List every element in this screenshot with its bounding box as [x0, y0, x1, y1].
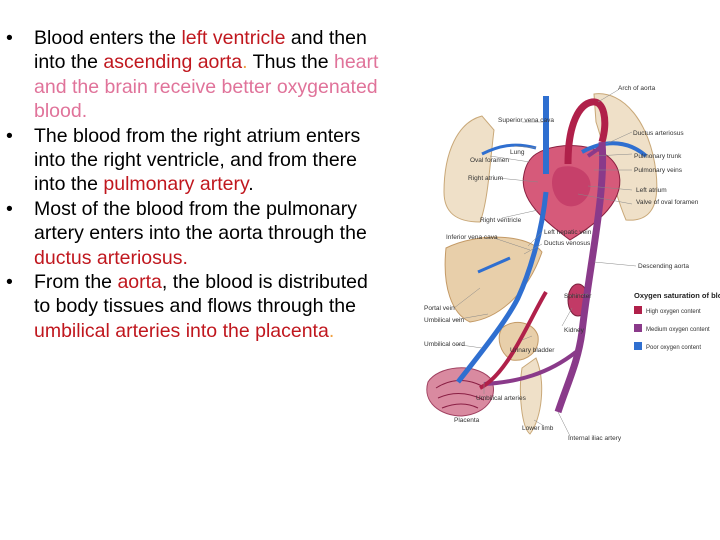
bullet-text-segment: ductus arteriosus [34, 246, 183, 269]
label-internal-iliac-artery: Internal iliac artery [568, 435, 622, 442]
label-arch-of-aorta: Arch of aorta [618, 85, 656, 92]
bullet-marker: • [6, 271, 13, 294]
fetal-circulation-diagram: Arch of aorta Superior vena cava Ductus … [424, 85, 720, 442]
inferior-vena-cava-vessel [456, 191, 549, 384]
bullet-text-segment: The blood from the right atrium enters i… [34, 124, 361, 196]
label-kidney: Kidney [564, 327, 585, 334]
bullet-item: • The blood from the right atrium enters … [6, 124, 386, 197]
label-pointers [453, 89, 637, 437]
label-umbilical-arteries: Umbilical arteries [476, 395, 527, 402]
label-pulmonary-veins: Pulmonary veins [634, 167, 683, 174]
label-right-atrium: Right atrium [468, 175, 503, 182]
label-pulmonary-trunk: Pulmonary trunk [634, 153, 682, 160]
legend-label-poor: Poor oxygen content [646, 345, 701, 351]
bullet-item: • Most of the blood from the pulmonary ar… [6, 197, 386, 270]
label-ductus-venosus: Ductus venosus [544, 240, 591, 247]
bullet-text-segment: From the [34, 271, 118, 294]
label-valve-of-oval-foramen: Valve of oval foramen [636, 199, 699, 206]
legend-label-medium: Medium oxygen content [646, 327, 710, 333]
ductus-arteriosus-vessel [586, 142, 606, 158]
bullet-text-segment: Thus the [247, 51, 334, 74]
bullet-text-segment: , the blood is distributed to body tissu… [34, 271, 368, 318]
bullet-text-segment: Most of the blood from the pulmonary art… [34, 197, 367, 245]
bullet-text-segment: Blood enters the [34, 27, 182, 49]
legend-swatch-high [634, 306, 642, 314]
bullet-list: • Blood enters the left ventricle and the… [6, 26, 386, 343]
legend-swatch-medium [634, 324, 642, 332]
label-oval-foramen: Oval foramen [470, 157, 509, 164]
descending-aorta-vessel [554, 141, 607, 414]
oxygen-legend: Oxygen saturation of blood High oxygen c… [634, 291, 720, 351]
label-lower-limb: Lower limb [522, 425, 554, 432]
bullet-text-segment: . [328, 319, 335, 342]
bullet-marker: • [6, 197, 13, 220]
hepatic-vein-vessel [477, 256, 511, 274]
label-umbilical-vein: Umbilical vein [424, 317, 464, 324]
bullet-text-segment: left ventricle [181, 27, 286, 49]
label-placenta: Placenta [454, 417, 480, 424]
label-left-hepatic-vein: Left hepatic vein [544, 229, 592, 236]
bullet-text-segment: and then into the [34, 27, 367, 74]
bullet-text-segment: . [248, 173, 254, 196]
bullet-text-segment: heart and the brain receive better oxyge… [34, 51, 379, 123]
umbilical-vein-vessel [479, 290, 548, 390]
label-superior-vena-cava: Superior vena cava [498, 117, 554, 124]
aortic-arch-vessel [564, 98, 609, 165]
bullet-text-segment: pulmonary artery [103, 173, 249, 196]
label-descending-aorta: Descending aorta [638, 263, 689, 270]
legend-title: Oxygen saturation of blood [634, 291, 720, 300]
bullet-text-segment: . [182, 246, 188, 269]
label-portal-vein: Portal vein [424, 305, 455, 312]
umbilical-artery-vessel [483, 350, 578, 386]
legend-label-high: High oxygen content [646, 309, 701, 315]
bullet-marker: • [6, 124, 13, 147]
bullet-text-segment: . [242, 51, 248, 74]
legend-swatch-poor [634, 342, 642, 350]
label-right-ventricle: Right ventricle [480, 217, 522, 224]
bullet-item: • From the aorta, the blood is distribute… [6, 270, 386, 343]
bullet-text-segment: ascending aorta [103, 51, 243, 74]
heart-chamber-image [552, 166, 591, 207]
placenta-image [426, 367, 494, 417]
bullet-text-segment: aorta [117, 271, 162, 294]
label-umbilical-cord: Umbilical cord [424, 341, 465, 348]
pulmonary-artery-vessel [581, 141, 648, 158]
bullet-marker: • [6, 27, 13, 49]
left-lung-image [443, 115, 495, 223]
label-urinary-bladder: Urinary bladder [510, 347, 555, 354]
bullet-text-segment: umbilical arteries into the placenta [34, 319, 329, 342]
label-ductus-arteriosus: Ductus arteriosus [633, 130, 684, 137]
bullet-item: • Blood enters the left ventricle and the… [6, 26, 386, 124]
label-lung: Lung [510, 149, 525, 156]
label-left-atrium: Left atrium [636, 187, 667, 194]
label-sphincter: Sphincter [564, 293, 592, 300]
pulmonary-left-branch-vessel [481, 143, 537, 156]
label-inferior-vena-cava: Inferior vena cava [446, 234, 498, 241]
liver-image [444, 236, 543, 323]
